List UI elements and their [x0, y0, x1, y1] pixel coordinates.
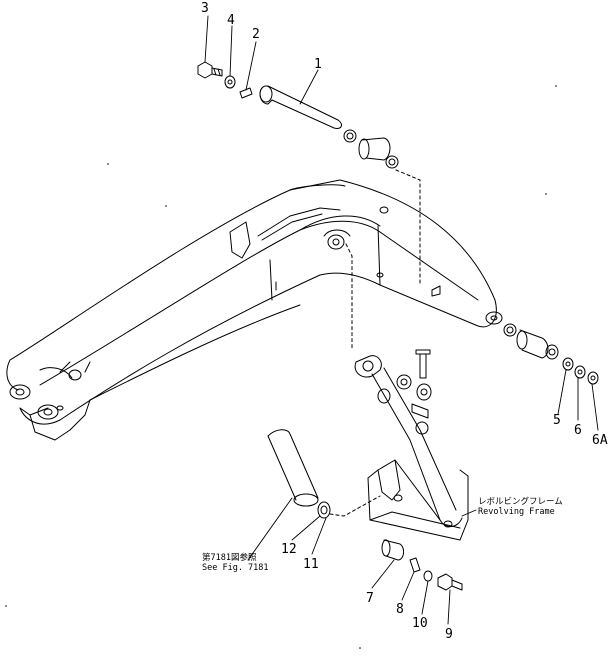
revolving-frame-en: Revolving Frame [478, 506, 555, 517]
lower-pin-parts [381, 539, 463, 591]
see-figure-en: See Fig. 7181 [202, 562, 269, 573]
callout-4: 4 [227, 13, 235, 28]
callout-1: 1 [314, 57, 322, 72]
foot-pin-parts [267, 429, 331, 519]
callout-6a: 6A [592, 433, 608, 448]
callout-3: 3 [201, 1, 209, 16]
revolving-frame-bracket [329, 459, 469, 541]
see-figure-note: 第7181図参照 See Fig. 7181 [202, 553, 269, 574]
upper-pin-parts [197, 61, 421, 286]
callout-7: 7 [366, 591, 374, 606]
boom [6, 179, 503, 441]
revolving-frame-jp: レボルビングフレーム [478, 497, 563, 507]
scan-specks [5, 85, 557, 649]
revolving-frame-note: レボルビングフレーム Revolving Frame [478, 497, 563, 518]
callout-2: 2 [252, 27, 260, 42]
callout-12: 12 [281, 542, 297, 557]
callout-5: 5 [553, 413, 561, 428]
callout-6: 6 [574, 423, 582, 438]
see-figure-jp: 第7181図参照 [202, 553, 257, 563]
boom-cylinder [345, 243, 457, 521]
callout-8: 8 [396, 602, 404, 617]
boom-top-parts [503, 323, 599, 385]
callout-9: 9 [445, 627, 453, 642]
leader-lines [204, 15, 599, 625]
callout-10: 10 [412, 616, 428, 631]
callout-11: 11 [303, 557, 319, 572]
